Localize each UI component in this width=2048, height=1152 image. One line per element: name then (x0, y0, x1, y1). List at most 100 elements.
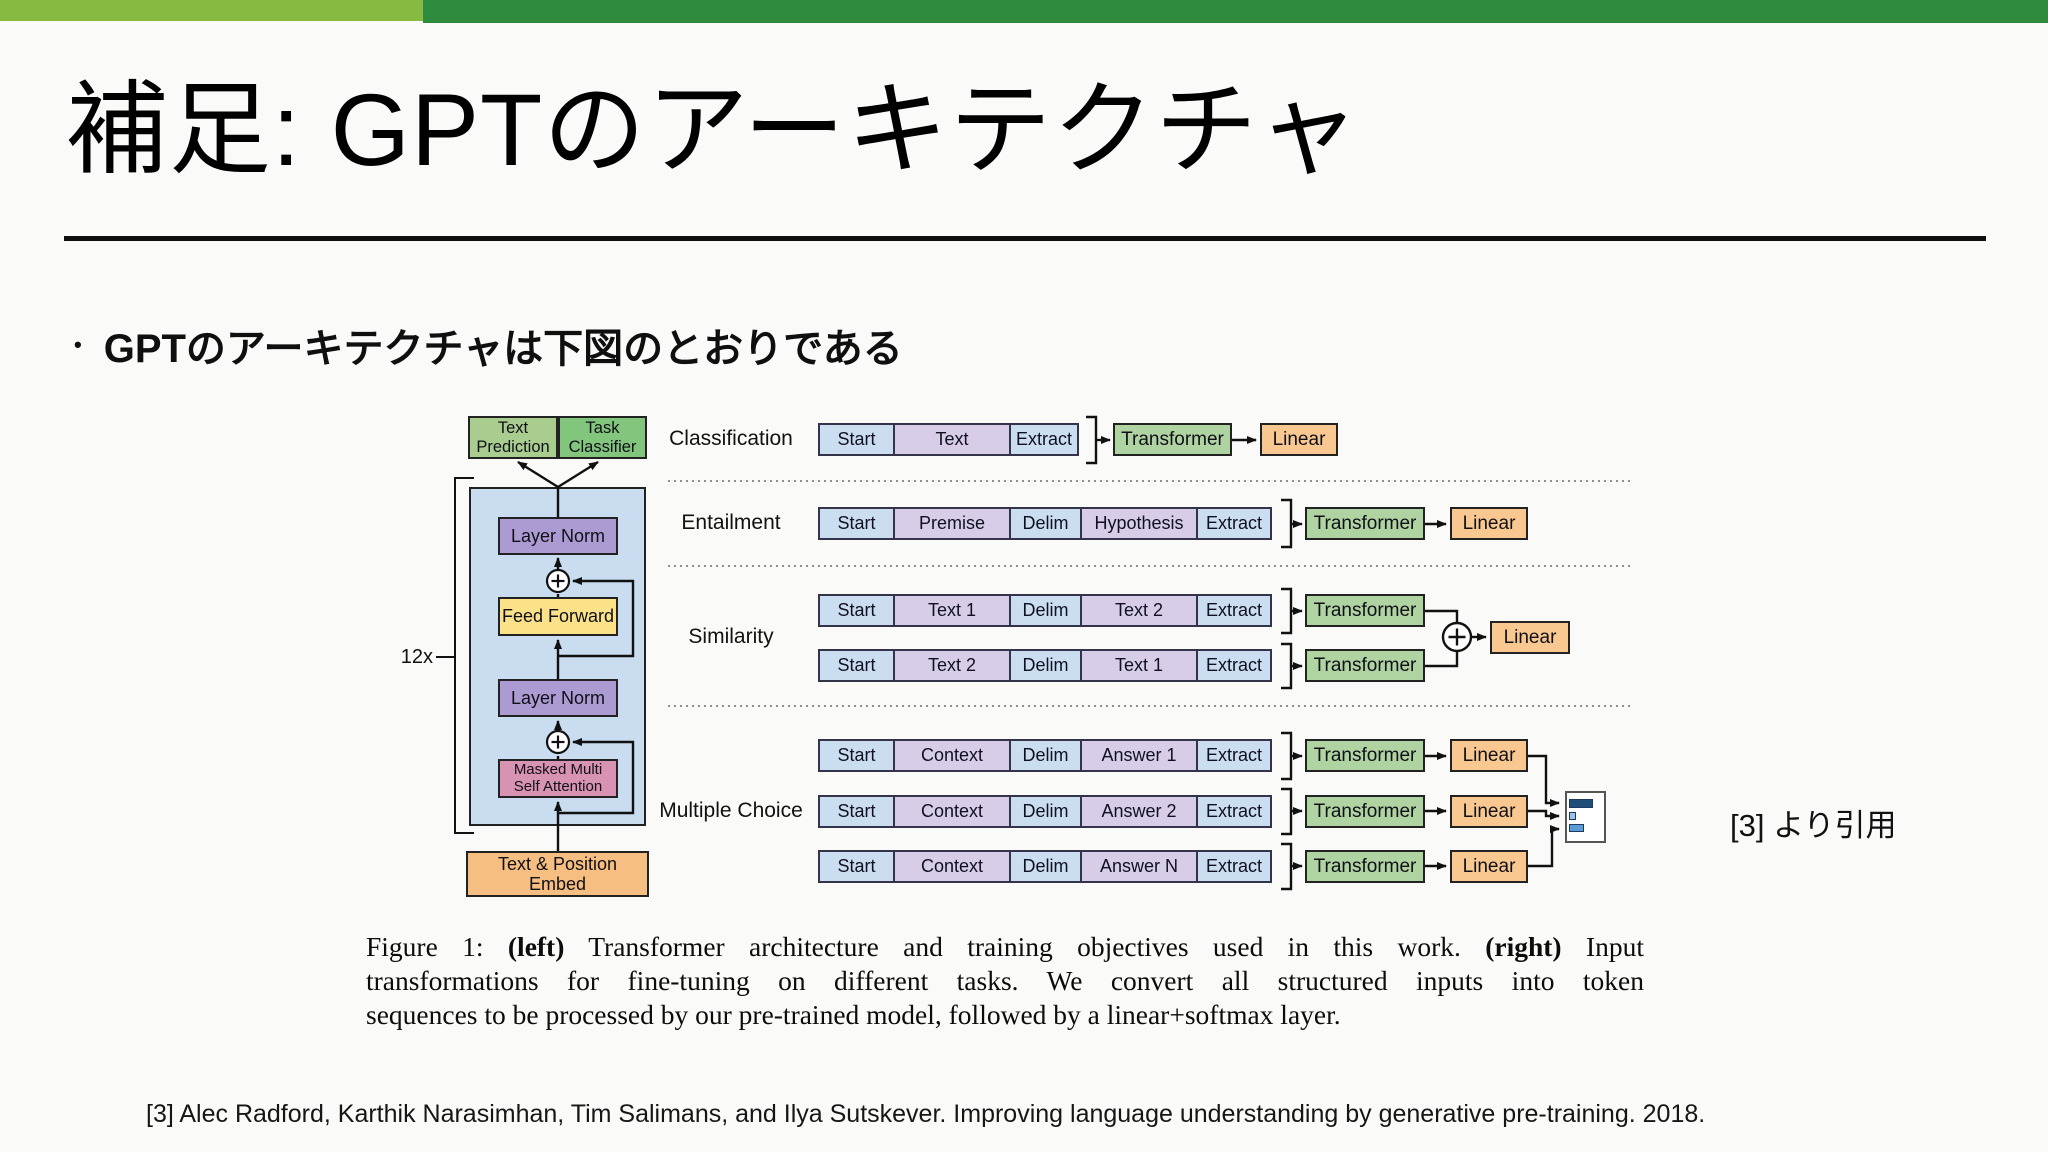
sequence-bracket (1281, 642, 1293, 690)
task-classifier-box: Task Classifier (558, 416, 647, 459)
slide-title: 補足: GPTのアーキテクチャ (66, 73, 1361, 187)
token-cell: Extract (1196, 739, 1272, 772)
to-text-prediction-arrow (517, 460, 559, 489)
token-cell: Answer 2 (1080, 795, 1198, 828)
caption-bold-right: (right) (1485, 931, 1562, 962)
sequence-bracket (1086, 415, 1098, 465)
task-label-classification: Classification (669, 427, 793, 450)
caption-line: sequences to be processed by our pre-tra… (366, 999, 1341, 1030)
token-cell: Start (818, 594, 895, 627)
token-sequence-similarity-2: Start Text 2 Delim Text 1 Extract (818, 649, 1272, 682)
token-cell: Start (818, 649, 895, 682)
token-cell: Text 2 (893, 649, 1011, 682)
embed-box: Text & Position Embed (466, 851, 649, 897)
transformer-box: Transformer (1113, 423, 1232, 456)
token-sequence-choice-3: Start Context Delim Answer N Extract (818, 850, 1272, 883)
linear-box: Linear (1450, 850, 1528, 883)
citation-note: [3] より引用 (1730, 808, 1897, 843)
token-cell: Premise (893, 507, 1011, 540)
token-cell: Text 1 (1080, 649, 1198, 682)
token-cell: Extract (1196, 850, 1272, 883)
linear-to-softmax-line (1528, 754, 1560, 807)
transformer-box: Transformer (1305, 594, 1425, 627)
token-cell: Delim (1009, 795, 1082, 828)
bullet-text: GPTのアーキテクチャは下図のとおりである (103, 327, 903, 371)
reference-text: [3] Alec Radford, Karthik Narasimhan, Ti… (146, 1100, 1706, 1128)
sequence-bracket (1281, 498, 1293, 549)
caption-line: Figure 1: (left) Transformer architectur… (366, 930, 1644, 964)
token-cell: Answer 1 (1080, 739, 1198, 772)
transformer-box: Transformer (1305, 739, 1425, 772)
linear-box: Linear (1450, 795, 1528, 828)
linear-box: Linear (1490, 621, 1570, 654)
token-cell: Extract (1009, 423, 1079, 456)
token-sequence-choice-1: Start Context Delim Answer 1 Extract (818, 739, 1272, 772)
task-label-similarity: Similarity (688, 625, 774, 648)
token-cell: Extract (1196, 795, 1272, 828)
token-cell: Context (893, 795, 1011, 828)
figure-caption: Figure 1: (left) Transformer architectur… (366, 930, 1644, 1032)
probability-bar (1569, 799, 1593, 808)
caption-text: Input (1561, 931, 1644, 962)
top-accent-bar-left (0, 0, 423, 21)
token-cell: Start (818, 795, 895, 828)
layer-norm-top-box: Layer Norm (498, 517, 618, 555)
layer-norm-bottom-box: Layer Norm (498, 679, 618, 717)
token-cell: Start (818, 850, 895, 883)
token-cell: Delim (1009, 649, 1082, 682)
sequence-bracket (1281, 587, 1293, 635)
similarity-merge-line-bottom (1425, 651, 1459, 668)
top-accent-bar-right (423, 0, 2048, 23)
token-cell: Delim (1009, 850, 1082, 883)
caption-bold-left: (left) (507, 931, 565, 962)
text-prediction-box: Text Prediction (468, 416, 558, 459)
title-divider (64, 236, 1986, 241)
token-cell: Extract (1196, 507, 1272, 540)
probability-bars (1565, 791, 1606, 843)
caption-text: Figure 1: (366, 931, 508, 962)
token-cell: Delim (1009, 739, 1082, 772)
bullet-marker: • (74, 332, 82, 357)
token-cell: Text 1 (893, 594, 1011, 627)
token-cell: Start (818, 423, 895, 456)
token-cell: Hypothesis (1080, 507, 1198, 540)
linear-box: Linear (1450, 739, 1528, 772)
token-cell: Delim (1009, 507, 1082, 540)
feed-forward-box: Feed Forward (498, 597, 618, 636)
to-task-classifier-arrow (557, 460, 599, 489)
sequence-bracket (1281, 731, 1293, 781)
repeat-count-label: 12x (400, 646, 433, 668)
transformer-box: Transformer (1305, 795, 1425, 828)
token-sequence-classification: Start Text Extract (818, 423, 1079, 456)
token-cell: Extract (1196, 594, 1272, 627)
transformer-box: Transformer (1305, 507, 1425, 540)
token-cell: Answer N (1080, 850, 1198, 883)
caption-line: transformations for fine-tuning on diffe… (366, 965, 1644, 996)
probability-bar (1569, 812, 1576, 820)
transformer-box: Transformer (1305, 850, 1425, 883)
token-sequence-entailment: Start Premise Delim Hypothesis Extract (818, 507, 1272, 540)
sequence-bracket (1281, 787, 1293, 836)
token-cell: Text (893, 423, 1011, 456)
token-cell: Start (818, 739, 895, 772)
linear-to-softmax-line (1528, 809, 1560, 820)
linear-box: Linear (1450, 507, 1528, 540)
task-label-entailment: Entailment (681, 511, 781, 534)
token-cell: Extract (1196, 649, 1272, 682)
token-cell: Context (893, 850, 1011, 883)
token-cell: Delim (1009, 594, 1082, 627)
masked-attention-box: Masked Multi Self Attention (498, 759, 618, 798)
sequence-bracket (1281, 842, 1293, 891)
token-sequence-choice-2: Start Context Delim Answer 2 Extract (818, 795, 1272, 828)
linear-box: Linear (1260, 423, 1338, 456)
bullet-line: • GPTのアーキテクチャは下図のとおりである (74, 316, 903, 374)
similarity-merge-line-top (1425, 609, 1459, 623)
probability-bar (1569, 824, 1584, 832)
token-cell: Text 2 (1080, 594, 1198, 627)
transformer-box: Transformer (1305, 649, 1425, 682)
linear-to-softmax-line (1528, 825, 1560, 868)
token-sequence-similarity-1: Start Text 1 Delim Text 2 Extract (818, 594, 1272, 627)
token-cell: Context (893, 739, 1011, 772)
task-label-multiple-choice: Multiple Choice (659, 799, 803, 822)
